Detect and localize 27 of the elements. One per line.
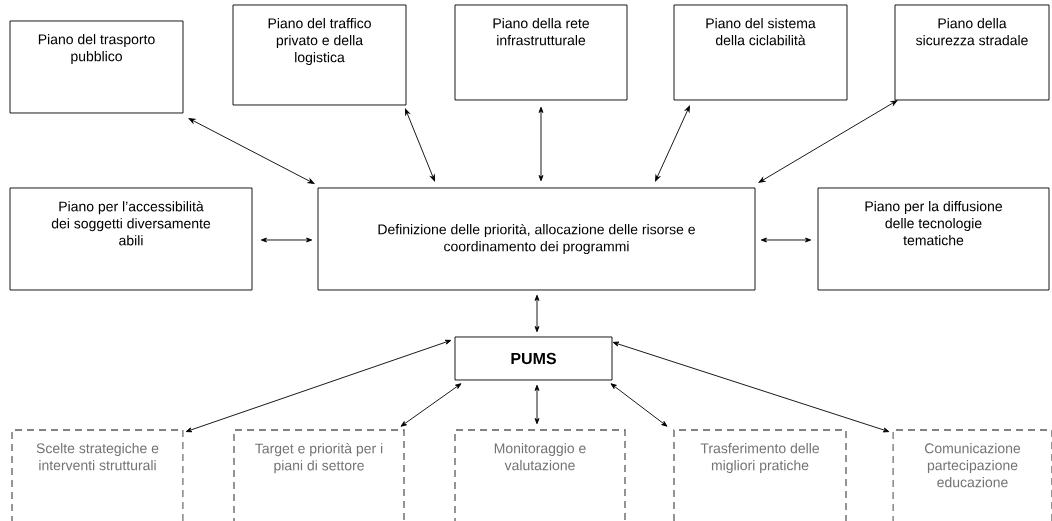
arrow [534,294,540,333]
plan-box: Piano del trasporto pubblico [9,20,184,114]
arrow [612,341,890,433]
pums-box: PUMS [454,336,613,381]
arrow [655,105,690,182]
action-box: Target e priorità per i piani di settore [233,429,405,521]
plan-box: Piano del sistema della ciclabilità [673,4,848,101]
arrow [260,237,313,243]
arrow [405,108,435,182]
arrow [185,339,452,433]
action-box: Scelte strategiche e interventi strutturali [11,429,184,521]
arrow [610,383,668,427]
arrow [400,383,462,427]
arrow [534,384,540,425]
action-box: Comunicazione partecipazione educazione [892,429,1052,521]
plan-box: Piano della rete infrastrutturale [454,4,628,101]
plan-box: Piano per l’accessibilità dei soggetti diversamente abili [9,187,253,291]
action-box: Trasferimento delle migliori pratiche [673,429,847,521]
central-box: Definizione delle priorità, allocazione delle risorse e coordinamento dei programmi [317,187,756,291]
plan-box: Piano del traffico privato e della logistica [232,4,407,106]
arrow [538,106,544,182]
arrow [758,100,898,183]
action-box: Monitoraggio e valutazione [454,429,626,521]
plan-box: Piano per la diffusione delle tecnologie tematiche [817,187,1050,291]
arrow [760,237,812,243]
plan-box: Piano della sicurezza stradale [894,4,1050,101]
arrow [188,118,315,184]
